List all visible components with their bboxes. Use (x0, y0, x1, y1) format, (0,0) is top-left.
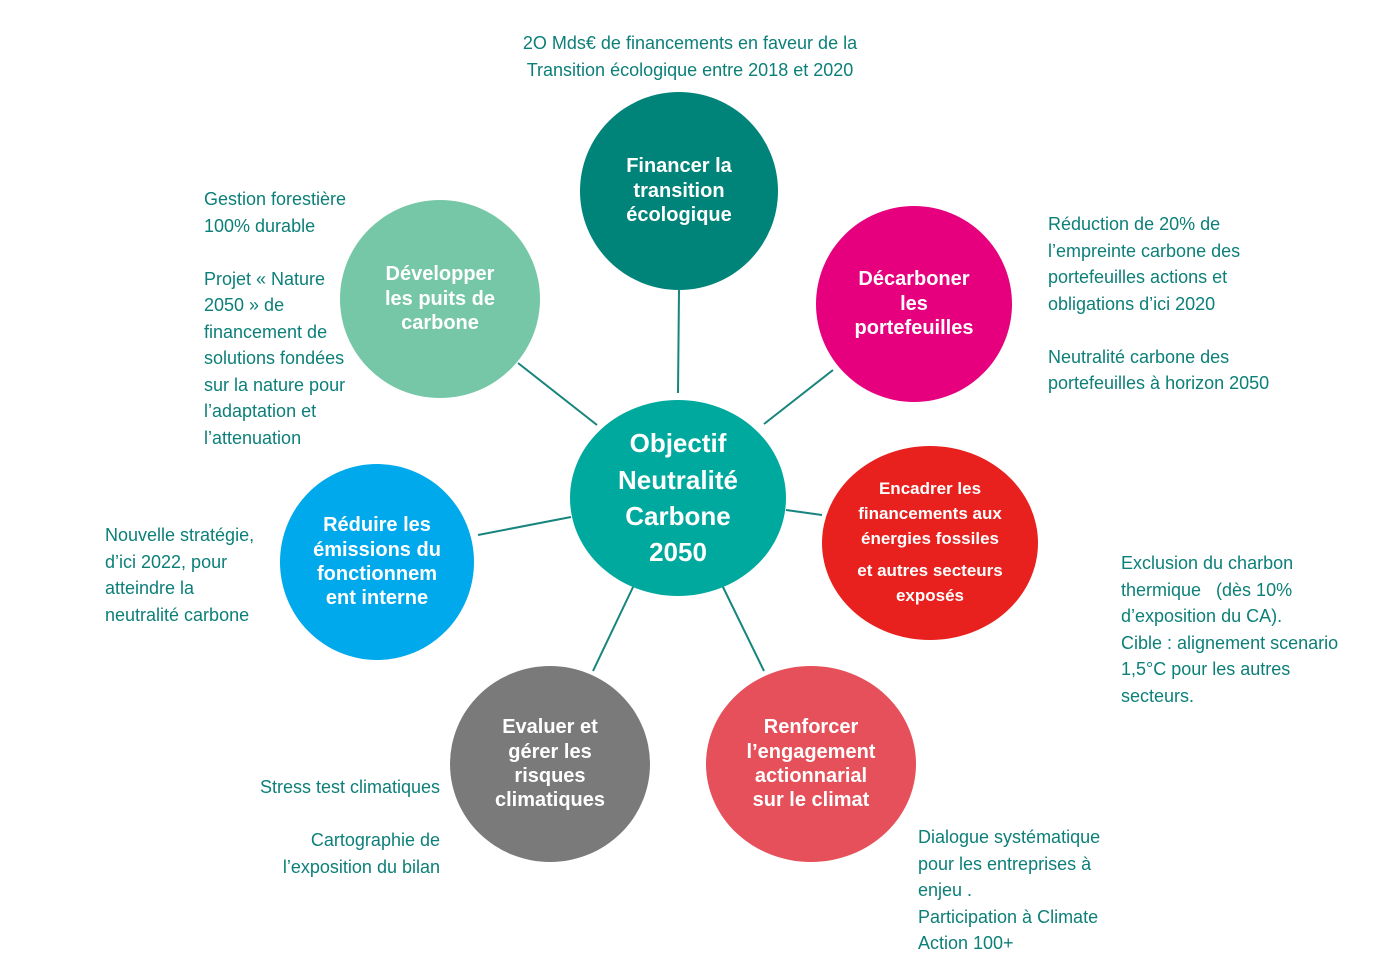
center-line: Neutralité (618, 464, 738, 495)
node-developper-puits-carbone: Développer les puits de carbone (340, 200, 540, 398)
center-line: 2050 (649, 537, 707, 568)
connector-renforcer (721, 584, 765, 672)
note-line: portefeuilles actions et (1048, 267, 1228, 287)
note-line: Transition écologique entre 2018 et 2020 (526, 59, 854, 80)
note-line: Cartographie de (310, 830, 440, 850)
node-label-line: Réduire les (323, 514, 431, 537)
center-line: Objectif (629, 428, 727, 459)
note-line: enjeu . (918, 880, 973, 900)
note-line: l’exposition du bilan (282, 856, 440, 877)
note-line: 100% durable (204, 215, 316, 236)
note-line: portefeuilles à horizon 2050 (1048, 373, 1270, 393)
note-line: pour les entreprises à (918, 853, 1092, 874)
connector-evaluer (592, 584, 635, 672)
node-label-line: Développer (385, 263, 495, 286)
note-line: l’attenuation (204, 427, 302, 448)
node-encadrer-financements: Encadrer les financements aux énergies f… (822, 446, 1038, 640)
center-objective-node: Objectif Neutralité Carbone 2050 (570, 400, 786, 596)
note-line: Nouvelle stratégie, (105, 525, 255, 545)
note-line: financement de (204, 321, 328, 342)
note-line: l’empreinte carbone des (1048, 240, 1241, 261)
node-label-line: sur le climat (752, 789, 870, 812)
node-label-line: exposés (895, 585, 965, 605)
note-encadrer: Exclusion du charbon thermique (dès 10% … (1121, 550, 1338, 709)
node-label-line: gérer les (508, 740, 592, 763)
node-label-line: l’engagement (746, 740, 876, 763)
note-line: Action 100+ (918, 933, 1014, 953)
note-line: Réduction de 20% de (1048, 214, 1221, 234)
note-line: Participation à Climate (918, 906, 1099, 927)
note-decarboner: Réduction de 20% de l’empreinte carbone … (1048, 211, 1269, 397)
note-line: 2050 » de (204, 295, 285, 315)
node-label-line: actionnarial (754, 765, 868, 787)
node-decarboner-portefeuilles: Décarboner les portefeuilles (816, 206, 1012, 402)
node-label-line: et autres secteurs (857, 561, 1003, 581)
node-renforcer-engagement: Renforcer l’engagement actionnarial sur … (706, 666, 916, 862)
connector-encadrer (785, 509, 823, 516)
node-label-line: risques (514, 765, 586, 787)
node-label-line: carbone (401, 312, 479, 335)
note-line: d’exposition du CA). (1121, 606, 1283, 626)
note-renforcer: Dialogue systématique pour les entrepris… (918, 824, 1100, 957)
connector-financer (677, 289, 680, 394)
node-label-line: Evaluer et (502, 716, 598, 739)
note-line: d’ici 2022, pour (105, 551, 228, 572)
node-label-line: les puits de (384, 287, 496, 310)
node-label-line: énergies fossiles (861, 528, 999, 548)
note-financer: 2O Mds€ de financements en faveur de la … (490, 30, 890, 83)
note-evaluer: Stress test climatiques Cartographie de … (180, 774, 440, 880)
node-label-line: portefeuilles (854, 317, 974, 340)
note-line: Gestion forestière (204, 189, 347, 209)
note-line: obligations d’ici 2020 (1048, 293, 1216, 314)
note-reduire: Nouvelle stratégie, d’ici 2022, pour att… (105, 522, 254, 628)
node-label-line: Financer la (626, 155, 732, 178)
node-label-line: financements aux (858, 504, 1002, 524)
note-line: Stress test climatiques (259, 777, 440, 797)
node-label-line: transition (633, 179, 725, 202)
node-reduire-emissions: Réduire les émissions du fonctionnem ent… (280, 464, 474, 660)
node-evaluer-risques: Evaluer et gérer les risques climatiques (450, 666, 650, 862)
note-line: 1,5°C pour les autres (1121, 659, 1291, 679)
node-label-line: fonctionnem (317, 563, 437, 585)
note-line: thermique (dès 10% (1121, 579, 1293, 600)
connector-developper (517, 362, 598, 426)
note-line: Projet « Nature (204, 268, 326, 289)
note-line: l’adaptation et (204, 401, 317, 421)
node-financer-transition: Financer la transition écologique (580, 92, 778, 290)
node-label-line: climatiques (494, 789, 606, 812)
note-line: solutions fondées (204, 348, 345, 368)
note-line: Neutralité carbone des (1048, 346, 1230, 367)
connector-reduire (477, 516, 572, 536)
note-line: atteindre la (105, 578, 195, 598)
note-line: secteurs. (1121, 685, 1195, 706)
node-label-line: ent interne (325, 587, 429, 610)
connector-decarboner (763, 369, 834, 425)
note-line: Exclusion du charbon (1121, 553, 1294, 573)
node-label-line: les (900, 292, 928, 315)
note-line: Dialogue systématique (918, 827, 1101, 847)
note-line: neutralité carbone (105, 604, 250, 625)
node-label-line: émissions du (313, 538, 441, 561)
note-developper: Gestion forestière 100% durable Projet «… (204, 186, 346, 451)
node-label-line: Encadrer les (878, 479, 982, 499)
note-line: sur la nature pour (204, 374, 346, 395)
node-label-line: Décarboner (858, 268, 970, 291)
node-label-line: Renforcer (763, 716, 859, 739)
node-label-line: écologique (626, 204, 732, 227)
note-line: Cible : alignement scenario (1121, 632, 1339, 653)
note-line: 2O Mds€ de financements en faveur de la (522, 33, 858, 53)
center-line: Carbone (625, 501, 731, 531)
